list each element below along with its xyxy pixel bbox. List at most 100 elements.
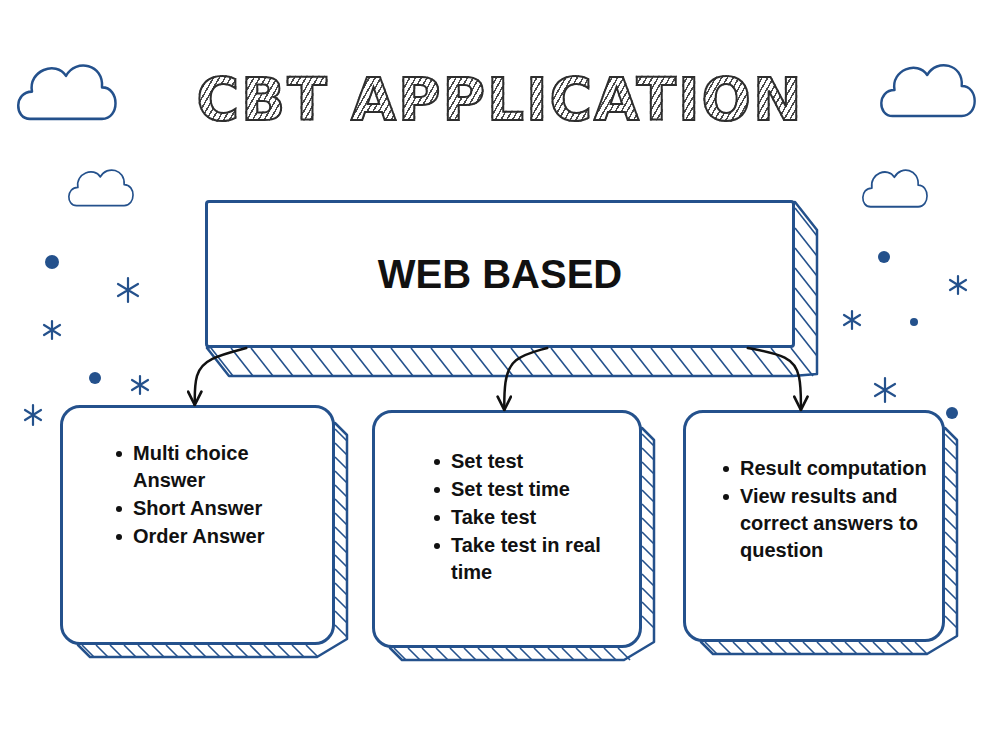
hatch-line	[222, 645, 234, 657]
hatch-line	[408, 648, 420, 660]
hatch-line	[795, 328, 817, 356]
hatch-line	[464, 648, 476, 660]
bullet-text: Set test	[451, 450, 523, 472]
hatch-line	[431, 348, 453, 376]
star-doodle	[44, 321, 60, 339]
star-doodle	[950, 276, 966, 294]
hatch-line	[251, 348, 273, 376]
hatch-line	[711, 348, 733, 376]
hatch-line	[335, 429, 347, 441]
bullet-item: Result computation	[740, 455, 928, 482]
hatch-line	[520, 648, 532, 660]
hatch-line	[642, 518, 654, 530]
hatch-line	[264, 645, 276, 657]
star-doodle	[132, 376, 148, 394]
bullet-text: Result computation	[740, 457, 927, 479]
feature-box: Multi choice AnswerShort AnswerOrder Ans…	[60, 405, 335, 645]
bullet-dot	[434, 459, 440, 465]
hatch-line	[311, 348, 333, 376]
hatch-line	[642, 560, 654, 572]
hatch-line	[422, 648, 434, 660]
hatch-line	[642, 546, 654, 558]
hatch-line	[335, 471, 347, 483]
hatch-line	[335, 513, 347, 525]
hatch-line	[180, 645, 192, 657]
hatch-line	[705, 642, 717, 654]
hatch-line	[945, 588, 957, 600]
hatch-line	[945, 504, 957, 516]
star-doodle	[875, 378, 895, 402]
hatch-line	[335, 555, 347, 567]
feature-box: Result computationView results and corre…	[683, 410, 945, 642]
hatch-line	[506, 648, 518, 660]
hatch-line	[642, 490, 654, 502]
hatch-line	[733, 642, 745, 654]
hatch-line	[152, 645, 164, 657]
hatch-line	[231, 348, 253, 376]
star-doodle	[118, 278, 138, 302]
hatch-line	[691, 348, 713, 376]
bullet-dot	[116, 534, 122, 540]
hatch-line	[531, 348, 553, 376]
bullet-text: Multi choice Answer	[133, 442, 249, 491]
hatch-line	[208, 645, 220, 657]
hatch-line	[915, 642, 927, 654]
hatch-line	[491, 348, 513, 376]
hatch-line	[548, 648, 560, 660]
hatch-line	[571, 348, 593, 376]
flow-arrow	[195, 348, 247, 405]
hatch-line	[945, 490, 957, 502]
hatch-line	[642, 434, 654, 446]
hatch-line	[335, 569, 347, 581]
dot-doodle	[878, 251, 890, 263]
bullet-text: View results and correct answers to ques…	[740, 485, 918, 561]
hatch-line	[642, 476, 654, 488]
hatch-line	[291, 348, 313, 376]
bullet-dot	[434, 543, 440, 549]
hatch-line	[335, 485, 347, 497]
hatch-line	[642, 504, 654, 516]
hatch-line	[604, 648, 616, 660]
hatch-line	[945, 434, 957, 446]
hatch-line	[478, 648, 490, 660]
hatch-line	[236, 645, 248, 657]
hatch-line	[271, 348, 293, 376]
hatch-line	[789, 642, 801, 654]
hatch-line	[618, 648, 630, 660]
hatch-line	[642, 574, 654, 586]
hatch-line	[194, 645, 206, 657]
hatch-line	[831, 642, 843, 654]
hatch-line	[306, 645, 318, 657]
hatch-line	[901, 642, 913, 654]
hatch-line	[642, 448, 654, 460]
hatch-line	[945, 574, 957, 586]
hatch-line	[651, 348, 673, 376]
bullet-item: Take test in real time	[451, 532, 643, 586]
hatch-line	[642, 588, 654, 600]
bullet-dot	[434, 515, 440, 521]
bullet-item: Take test	[451, 504, 643, 531]
hatch-line	[335, 541, 347, 553]
hatch-line	[803, 642, 815, 654]
hatch-line	[391, 348, 413, 376]
hatch-line	[873, 642, 885, 654]
hatch-line	[945, 560, 957, 572]
hatch-line	[817, 642, 829, 654]
hatch-line	[335, 583, 347, 595]
hatch-line	[551, 348, 573, 376]
hatch-line	[436, 648, 448, 660]
bullet-item: View results and correct answers to ques…	[740, 483, 928, 564]
hatch-line	[751, 348, 773, 376]
flow-arrow	[504, 348, 547, 410]
hatch-line	[335, 457, 347, 469]
hatch-line	[82, 645, 94, 657]
hatch-line	[292, 645, 304, 657]
bullet-item: Set test time	[451, 476, 643, 503]
hatch-line	[642, 602, 654, 614]
hatch-line	[945, 448, 957, 460]
hatch-line	[166, 645, 178, 657]
hatch-line	[335, 499, 347, 511]
hatch-line	[471, 348, 493, 376]
dot-doodle	[45, 255, 59, 269]
